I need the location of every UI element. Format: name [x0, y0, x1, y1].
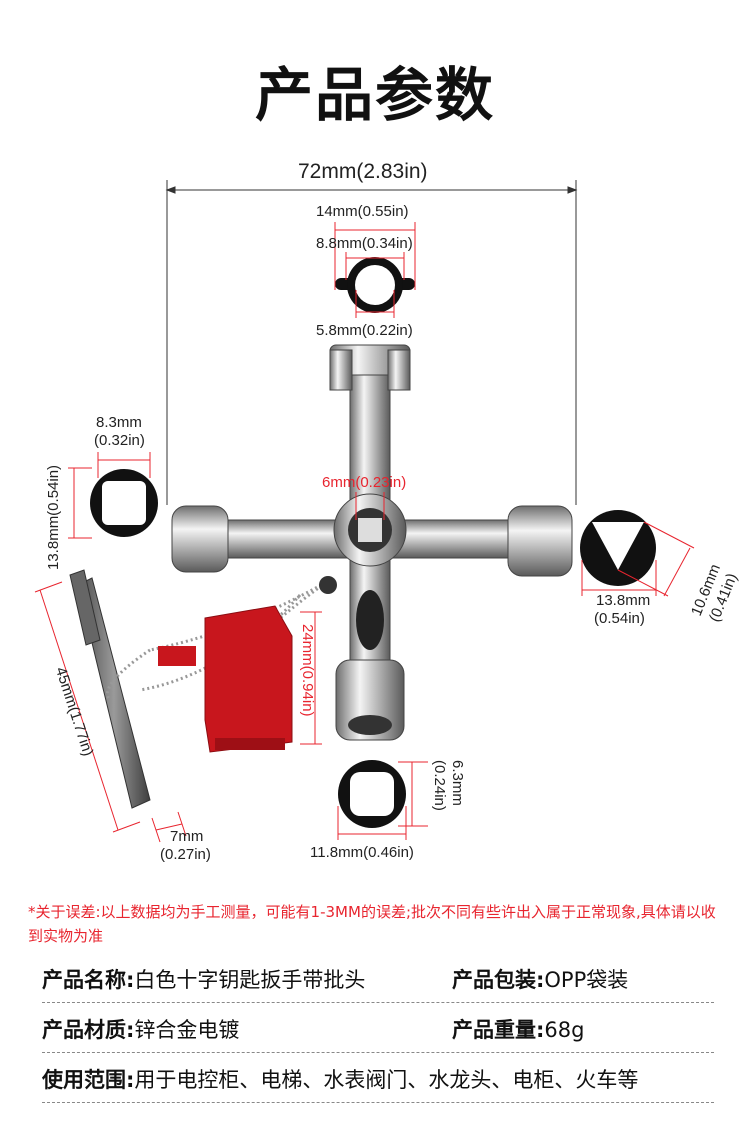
top-outer-label: 14mm(0.55in) [316, 203, 409, 220]
spec-package-value: OPP袋装 [544, 968, 629, 992]
spec-weight-label: 产品重量: [452, 1018, 545, 1042]
spec-package: 产品包装:OPP袋装 [452, 964, 628, 994]
bottom-inner-in-label: (0.24in) [431, 760, 448, 811]
spec-name-label: 产品名称: [42, 968, 135, 992]
square-height-label: 13.8mm(0.54in) [45, 464, 62, 570]
spec-row-material-weight: 产品材质:锌合金电镀 产品重量:68g [42, 1008, 714, 1053]
red-bit-holder-icon [158, 605, 322, 753]
bottom-socket-icon [337, 760, 428, 840]
spec-weight-value: 68g [544, 1018, 585, 1042]
overall-width-label: 72mm(2.83in) [298, 160, 428, 183]
bit-width-in-label: (0.27in) [160, 846, 211, 863]
spec-usage-value: 用于电控柜、电梯、水表阀门、水龙头、电柜、火车等 [134, 1068, 639, 1092]
center-square-dimension [355, 492, 385, 520]
holder-height-label: 24mm(0.94in) [299, 624, 316, 717]
spec-weight: 产品重量:68g [452, 1014, 584, 1044]
cross-key-body [171, 344, 573, 741]
overall-width-dimension [165, 180, 578, 505]
spec-row-name-package: 产品名称:白色十字钥匙扳手带批头 产品包装:OPP袋装 [42, 958, 714, 1003]
spec-package-label: 产品包装: [452, 968, 545, 992]
spec-material-label: 产品材质: [42, 1018, 135, 1042]
square-width-in-label: (0.32in) [94, 432, 145, 449]
top-inner-label: 8.8mm(0.34in) [316, 235, 413, 252]
spec-usage-label: 使用范围: [42, 1068, 135, 1092]
square-width-mm-label: 8.3mm [96, 414, 142, 431]
spec-name-value: 白色十字钥匙扳手带批头 [134, 968, 366, 992]
spec-material-value: 锌合金电镀 [134, 1018, 240, 1042]
top-slot-label: 5.8mm(0.22in) [316, 322, 413, 339]
triangle-socket-icon [580, 510, 695, 597]
bit-width-mm-label: 7mm [170, 828, 204, 845]
triangle-width-in-label: (0.54in) [594, 610, 645, 627]
bottom-outer-label: 11.8mm(0.46in) [310, 844, 414, 861]
top-ring-icon [334, 222, 416, 318]
bottom-inner-mm-label: 6.3mm [449, 760, 466, 806]
square-socket-icon [68, 452, 158, 539]
page-title: 产品参数 [254, 61, 495, 129]
measurement-note: *关于误差:以上数据均为手工测量，可能有1-3MM的误差;批次不同有些许出入属于… [28, 903, 716, 945]
spec-material: 产品材质:锌合金电镀 [42, 1014, 239, 1044]
spec-usage: 使用范围:用于电控柜、电梯、水表阀门、水龙头、电柜、火车等 [42, 1064, 638, 1094]
product-illustration [34, 180, 695, 843]
spec-row-usage: 使用范围:用于电控柜、电梯、水表阀门、水龙头、电柜、火车等 [42, 1058, 714, 1103]
triangle-width-mm-label: 13.8mm [596, 592, 651, 609]
screwdriver-bit-icon [34, 569, 187, 843]
spec-name: 产品名称:白色十字钥匙扳手带批头 [42, 964, 365, 994]
center-square-label: 6mm(0.23in) [322, 474, 407, 491]
